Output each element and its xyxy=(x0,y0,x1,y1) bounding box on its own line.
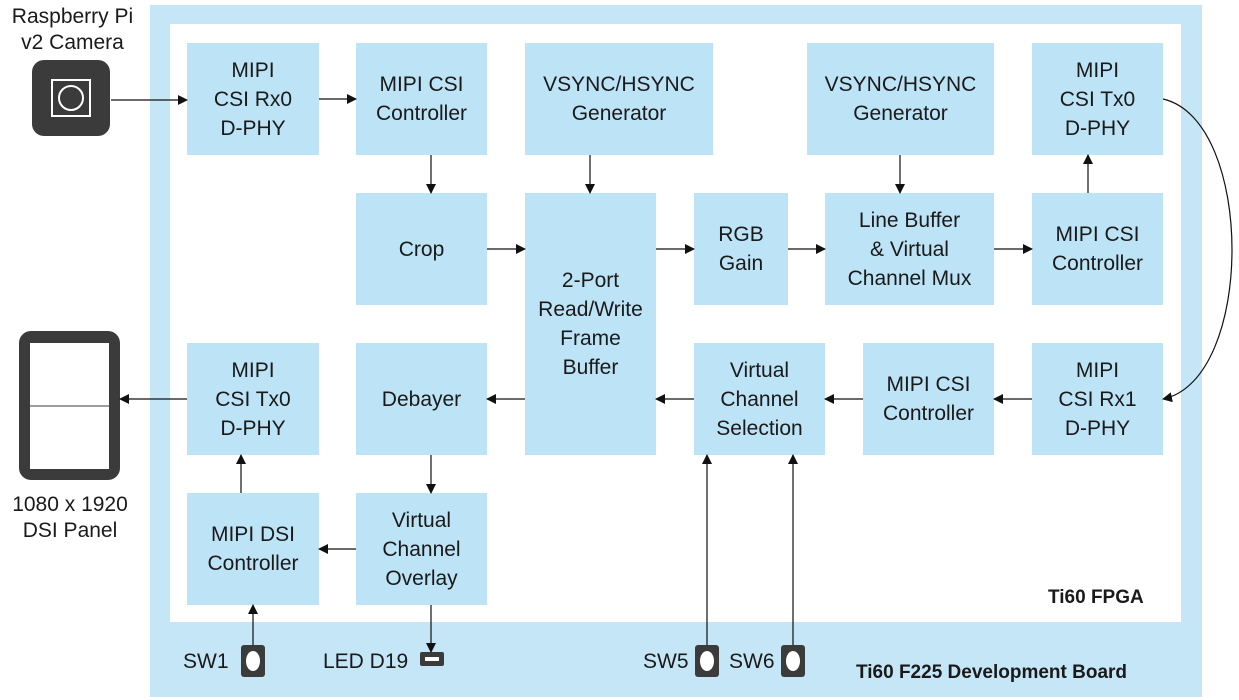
block-line-buffer-mux: Line Buffer & Virtual Channel Mux xyxy=(825,193,994,305)
block-virtual-channel-selection: Virtual Channel Selection xyxy=(694,343,825,455)
sw6-switch-icon xyxy=(781,645,805,677)
camera-label: Raspberry Pi v2 Camera xyxy=(11,5,134,54)
block-vsync-hsync-generator-1: VSYNC/HSYNC Generator xyxy=(525,43,713,155)
led-d19-icon xyxy=(420,652,444,666)
board-label: Ti60 F225 Development Board xyxy=(856,662,1128,683)
block-mipi-csi-tx0-dphy-top: MIPI CSI Tx0 D-PHY xyxy=(1032,43,1163,155)
fpga-label: Ti60 FPGA xyxy=(1048,587,1144,608)
display-panel-icon xyxy=(19,331,120,480)
block-debayer: Debayer xyxy=(356,343,487,455)
arrow-loopback-tx0-to-rx1 xyxy=(1162,98,1233,403)
block-mipi-csi-controller-rx1: MIPI CSI Controller xyxy=(863,343,994,455)
block-mipi-csi-controller-tx: MIPI CSI Controller xyxy=(1032,193,1163,305)
block-vsync-hsync-generator-2: VSYNC/HSYNC Generator xyxy=(807,43,994,155)
block-mipi-csi-rx1-dphy: MIPI CSI Rx1 D-PHY xyxy=(1032,343,1163,455)
block-mipi-csi-tx0-dphy-out: MIPI CSI Tx0 D-PHY xyxy=(187,343,319,455)
camera-icon xyxy=(32,60,110,136)
block-mipi-csi-rx0-dphy: MIPI CSI Rx0 D-PHY xyxy=(187,43,319,155)
block-mipi-csi-controller-in: MIPI CSI Controller xyxy=(356,43,487,155)
panel-label: 1080 x 1920 DSI Panel xyxy=(12,493,128,542)
sw6-label: SW6 xyxy=(729,650,775,673)
block-crop: Crop xyxy=(356,193,487,305)
sw1-label: SW1 xyxy=(183,650,229,673)
sw1-switch-icon xyxy=(241,645,265,677)
sw5-switch-icon xyxy=(695,645,719,677)
led-d19-label: LED D19 xyxy=(323,650,409,673)
block-virtual-channel-overlay: Virtual Channel Overlay xyxy=(356,493,487,605)
sw5-label: SW5 xyxy=(643,650,689,673)
block-frame-buffer: 2-Port Read/Write Frame Buffer xyxy=(525,193,656,455)
block-rgb-gain: RGB Gain xyxy=(694,193,788,305)
block-mipi-dsi-controller: MIPI DSI Controller xyxy=(187,493,319,605)
